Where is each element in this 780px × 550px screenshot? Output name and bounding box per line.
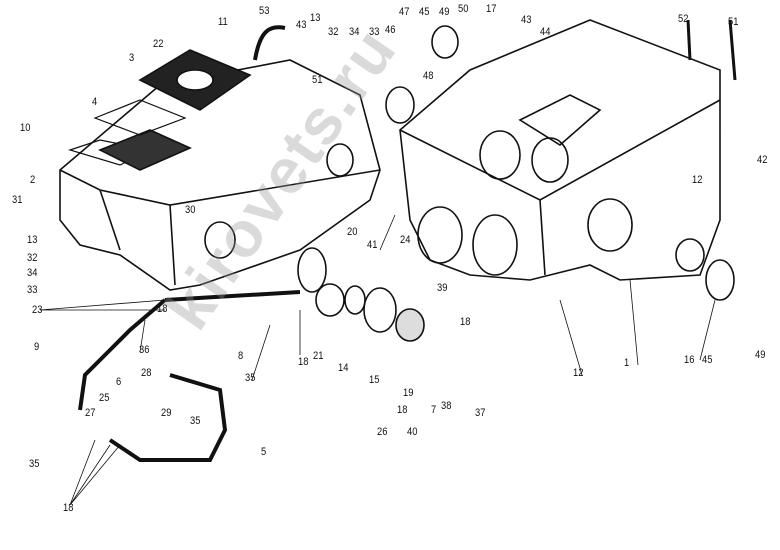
ring-15 bbox=[344, 285, 366, 315]
part-label: 8 bbox=[238, 350, 244, 362]
part-label: 14 bbox=[338, 362, 349, 374]
part-label: 35 bbox=[29, 458, 40, 470]
part-label: 46 bbox=[385, 24, 396, 36]
part-label: 24 bbox=[400, 234, 411, 246]
part-label: 49 bbox=[755, 349, 766, 361]
part-label: 33 bbox=[27, 284, 38, 296]
part-label: 12 bbox=[573, 367, 584, 379]
part-label: 5 bbox=[261, 446, 267, 458]
part-label: 1 bbox=[624, 357, 630, 369]
part-label: 17 bbox=[486, 3, 497, 15]
part-label: 43 bbox=[296, 19, 307, 31]
part-label: 18 bbox=[157, 303, 168, 315]
part-label: 16 bbox=[684, 354, 695, 366]
part-label: 13 bbox=[310, 12, 321, 24]
pipe-9 bbox=[78, 290, 301, 411]
part-label: 50 bbox=[458, 3, 469, 15]
part-label: 37 bbox=[475, 407, 486, 419]
part-label: 9 bbox=[34, 341, 40, 353]
leader-lines bbox=[39, 214, 716, 506]
gasket-4 bbox=[98, 129, 192, 171]
part-14 bbox=[315, 283, 345, 317]
part-label: 53 bbox=[259, 5, 270, 17]
cover-20 bbox=[297, 247, 327, 293]
part-label: 52 bbox=[678, 13, 689, 25]
part-label: 15 bbox=[369, 374, 380, 386]
part-label: 42 bbox=[757, 154, 768, 166]
pump-39 bbox=[395, 308, 425, 342]
gasket-22 bbox=[138, 49, 252, 111]
part-label: 23 bbox=[32, 304, 43, 316]
part-label: 18 bbox=[63, 502, 74, 514]
part-label: 28 bbox=[141, 367, 152, 379]
cover-50 bbox=[431, 25, 459, 59]
part-label: 30 bbox=[185, 204, 196, 216]
part-label: 33 bbox=[369, 26, 380, 38]
part-label: 20 bbox=[347, 226, 358, 238]
part-label: 51 bbox=[312, 74, 323, 86]
part-label: 3 bbox=[129, 52, 135, 64]
part-label: 18 bbox=[298, 356, 309, 368]
part-label: 40 bbox=[407, 426, 418, 438]
part-label: 39 bbox=[437, 282, 448, 294]
part-label: 19 bbox=[403, 387, 414, 399]
part-label: 32 bbox=[328, 26, 339, 38]
part-label: 47 bbox=[399, 6, 410, 18]
part-label: 12 bbox=[692, 174, 703, 186]
part-label: 38 bbox=[441, 400, 452, 412]
part-label: 45 bbox=[702, 354, 713, 366]
part-label: 31 bbox=[12, 194, 23, 206]
part-label: 45 bbox=[419, 6, 430, 18]
part-label: 22 bbox=[153, 38, 164, 50]
main-housing bbox=[399, 19, 721, 281]
part-label: 49 bbox=[439, 6, 450, 18]
part-label: 48 bbox=[423, 70, 434, 82]
part-label: 25 bbox=[99, 392, 110, 404]
part-label: 10 bbox=[20, 122, 31, 134]
part-label: 43 bbox=[521, 14, 532, 26]
part-label: 11 bbox=[218, 16, 228, 28]
top-cover-housing bbox=[59, 59, 381, 291]
part-label: 18 bbox=[397, 404, 408, 416]
part-label: 4 bbox=[92, 96, 98, 108]
pipe-5 bbox=[108, 373, 228, 462]
plate-3 bbox=[93, 99, 187, 136]
cover-45 bbox=[705, 259, 735, 301]
studs-51-52 bbox=[686, 19, 737, 81]
part-label: 21 bbox=[313, 350, 324, 362]
part-label: 36 bbox=[139, 344, 150, 356]
part-label: 51 bbox=[728, 16, 739, 28]
part-label: 7 bbox=[431, 404, 437, 416]
part-label: 26 bbox=[377, 426, 388, 438]
part-label: 41 bbox=[367, 239, 378, 251]
part-label: 13 bbox=[27, 234, 38, 246]
part-label: 6 bbox=[116, 376, 122, 388]
gasket-48 bbox=[385, 86, 415, 124]
elbow-53 bbox=[253, 25, 286, 61]
part-label: 29 bbox=[161, 407, 172, 419]
plate-19 bbox=[363, 287, 397, 333]
part-label: 35 bbox=[245, 372, 256, 384]
part-label: 35 bbox=[190, 415, 201, 427]
part-label: 27 bbox=[85, 407, 96, 419]
part-label: 44 bbox=[540, 26, 551, 38]
part-label: 2 bbox=[30, 174, 36, 186]
part-label: 34 bbox=[27, 267, 38, 279]
part-label: 32 bbox=[27, 252, 38, 264]
part-label: 18 bbox=[460, 316, 471, 328]
part-label: 34 bbox=[349, 26, 360, 38]
